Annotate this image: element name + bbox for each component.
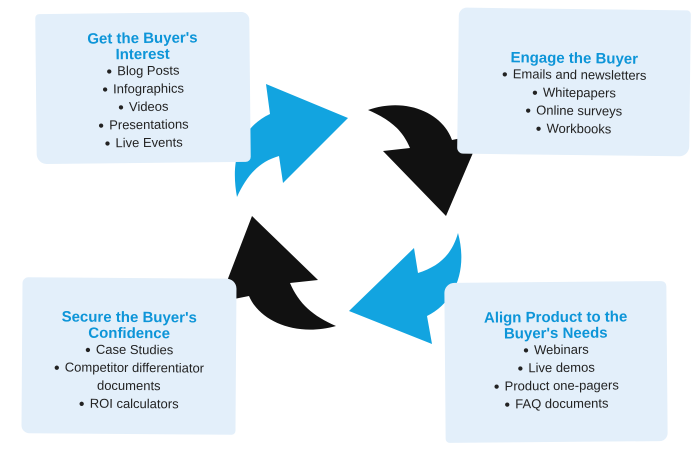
title-line-1: Get the Buyer's <box>87 29 198 48</box>
arrow-bottom-right-blue <box>349 233 462 344</box>
card-item-list: Case Studies Competitor differentiator d… <box>22 341 236 414</box>
list-item: Workbooks <box>457 120 689 141</box>
arrow-top-right-black <box>368 105 481 216</box>
list-item: Blog Posts <box>36 62 250 82</box>
list-item: Live Events <box>36 134 250 154</box>
arrow-bottom-left-black <box>219 216 336 330</box>
arrow-top-left-blue <box>234 84 348 197</box>
list-item: Videos <box>36 98 250 118</box>
card-align-product: Align Product to the Buyer's Needs Webin… <box>444 281 668 443</box>
card-item-list: Blog Posts Infographics Videos Presentat… <box>36 62 251 154</box>
title-line-1: Secure the Buyer's <box>61 308 197 327</box>
card-title: Align Product to the Buyer's Needs <box>445 308 667 343</box>
card-item-list: Webinars Live demos Product one-pagers F… <box>445 341 668 415</box>
title-line-2: Buyer's Needs <box>503 324 608 343</box>
title-line-2: Interest <box>115 45 170 64</box>
list-item: FAQ documents <box>445 395 667 415</box>
list-item-continuation: documents <box>96 377 161 394</box>
card-item-list: Emails and newsletters Whitepapers Onlin… <box>457 66 690 141</box>
card-title: Secure the Buyer's Confidence <box>22 308 236 343</box>
list-item: Product one-pagers <box>445 377 667 397</box>
list-item: ROI calculators <box>22 395 236 414</box>
card-engage-buyer: Engage the Buyer Emails and newsletters … <box>457 7 691 157</box>
card-get-buyer-interest: Get the Buyer's Interest Blog Posts Info… <box>35 11 251 165</box>
title-line-2: Confidence <box>88 324 171 343</box>
list-item: Competitor differentiator <box>22 359 236 378</box>
card-title: Get the Buyer's Interest <box>35 29 249 64</box>
list-item: Infographics <box>36 80 250 100</box>
list-item: Webinars <box>445 341 667 361</box>
card-secure-buyer-confidence: Secure the Buyer's Confidence Case Studi… <box>21 277 237 435</box>
list-item: Live demos <box>445 359 667 379</box>
list-item: Presentations <box>36 116 250 136</box>
list-item: Case Studies <box>22 341 236 360</box>
